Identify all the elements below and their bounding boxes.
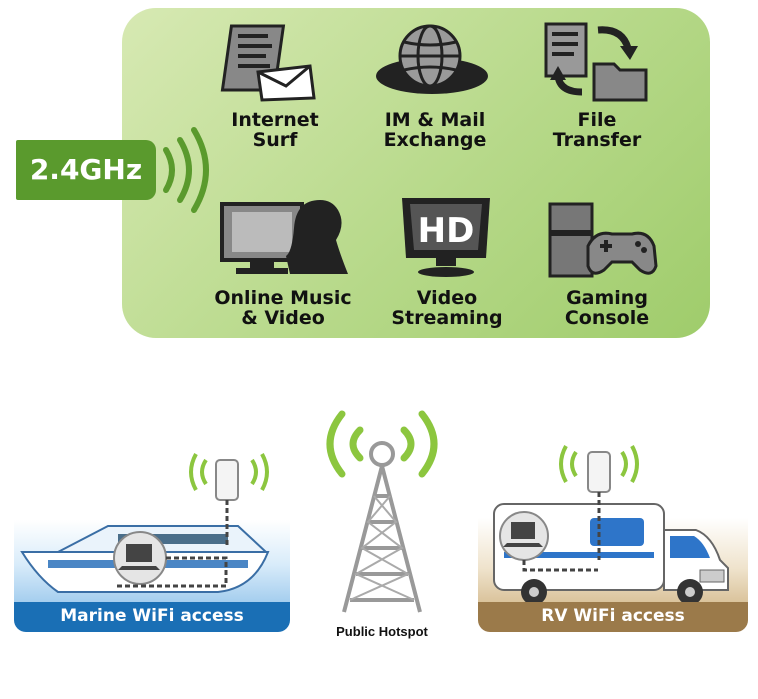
marine-label-bar	[14, 602, 290, 632]
file-transfer-icon	[544, 22, 648, 102]
band-tag: 2.4GHz	[16, 140, 156, 200]
marine-label: Marine WiFi access	[60, 606, 244, 626]
hotspot-waves-icon	[326, 410, 438, 478]
internet-surf-icon	[220, 24, 316, 102]
online-music-video-icon	[220, 200, 348, 274]
gaming-console-icon	[548, 202, 658, 278]
wifi-waves-icon	[163, 127, 209, 213]
im-mail-globe-icon	[376, 24, 488, 94]
wifi-signal-icon	[559, 445, 639, 483]
hotspot-tower-icon	[342, 441, 422, 613]
access-point-icon	[215, 459, 239, 546]
rv-label-bar	[478, 602, 748, 632]
hotspot-label: Public Hotspot	[336, 624, 428, 639]
rv-label: RV WiFi access	[541, 606, 685, 626]
laptop-icon	[499, 511, 598, 572]
laptop-icon	[113, 531, 228, 588]
hd-badge: HD	[418, 211, 475, 251]
feature-label: Online Music& Video	[214, 287, 352, 329]
access-point-icon	[587, 451, 611, 560]
wifi-signal-icon	[189, 453, 269, 491]
hd-tv-icon: HD	[402, 198, 490, 277]
